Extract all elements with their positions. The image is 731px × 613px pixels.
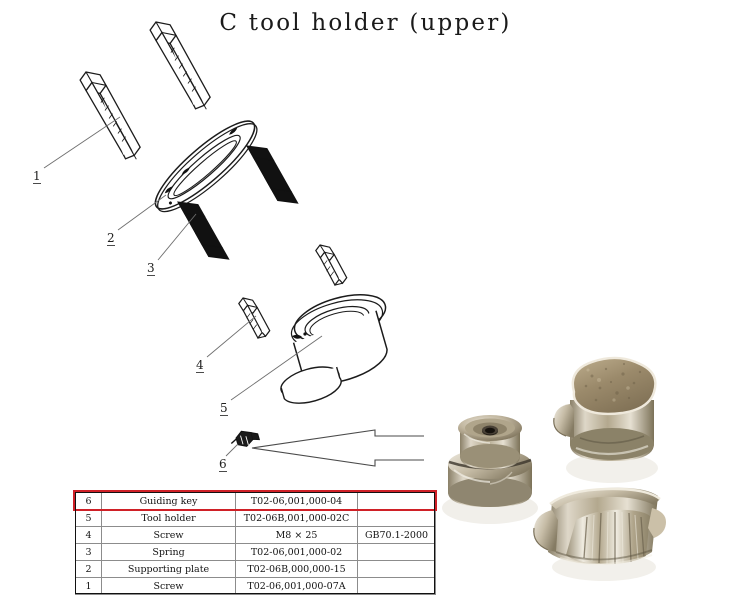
cell-name: Supporting plate	[101, 560, 236, 578]
cell-standard	[357, 543, 436, 561]
table-row[interactable]: 4 Screw M8 × 25 GB70.1-2000	[75, 526, 436, 544]
parts-list-table: 6 Guiding key T02-06,001,000-04 5 Tool h…	[73, 490, 437, 595]
photo-part-top	[553, 356, 658, 483]
cell-name: Guiding key	[101, 492, 236, 510]
cell-item: 4	[75, 526, 102, 544]
cell-code: T02-06B,001,000-02C	[235, 509, 358, 527]
cell-standard	[357, 577, 436, 595]
cell-standard: GB70.1-2000	[357, 526, 436, 544]
table-row[interactable]: 1 Screw T02-06,001,000-07A	[75, 577, 436, 595]
callout-2: 2	[107, 231, 115, 246]
cell-item: 1	[75, 577, 102, 595]
cell-standard	[357, 560, 436, 578]
part-screw-long-a	[127, 16, 235, 115]
part-screw-small-a	[305, 241, 356, 289]
parts-photograph	[424, 352, 731, 600]
photo-part-front	[533, 487, 666, 581]
callout-3: 3	[147, 261, 155, 276]
callout-4: 4	[196, 358, 204, 373]
table-row[interactable]: 6 Guiding key T02-06,001,000-04	[75, 492, 436, 510]
table-row[interactable]: 3 Spring T02-06,001,000-02	[75, 543, 436, 561]
cell-item: 2	[75, 560, 102, 578]
cell-item: 5	[75, 509, 102, 527]
cell-code: T02-06B,000,000-15	[235, 560, 358, 578]
cell-code: T02-06,001,000-04	[235, 492, 358, 510]
cell-code: T02-06,001,000-07A	[235, 577, 358, 595]
table-row[interactable]: 2 Supporting plate T02-06B,000,000-15	[75, 560, 436, 578]
cell-standard	[357, 509, 436, 527]
part-tool-holder-body	[280, 294, 388, 404]
photo-part-left	[442, 415, 538, 524]
cell-name: Tool holder	[101, 509, 236, 527]
cell-name: Screw	[101, 526, 236, 544]
part-supporting-plate	[154, 120, 258, 213]
guiding-key-pointer-arrow	[251, 429, 433, 467]
callout-5: 5	[220, 401, 228, 416]
callout-6: 6	[219, 457, 227, 472]
cell-item: 6	[75, 492, 102, 510]
part-screw-long-b	[57, 66, 165, 165]
cell-name: Screw	[101, 577, 236, 595]
page-title: C tool holder (upper)	[219, 10, 512, 36]
cell-name: Spring	[101, 543, 236, 561]
callout-1: 1	[33, 169, 41, 184]
cell-item: 3	[75, 543, 102, 561]
callout-leader-lines	[43, 116, 323, 457]
table-row[interactable]: 5 Tool holder T02-06B,001,000-02C	[75, 509, 436, 527]
cell-code: M8 × 25	[235, 526, 358, 544]
cell-standard	[357, 492, 436, 510]
parts-table: 6 Guiding key T02-06,001,000-04 5 Tool h…	[75, 492, 436, 595]
cell-code: T02-06,001,000-02	[235, 543, 358, 561]
part-guiding-key	[230, 430, 261, 447]
